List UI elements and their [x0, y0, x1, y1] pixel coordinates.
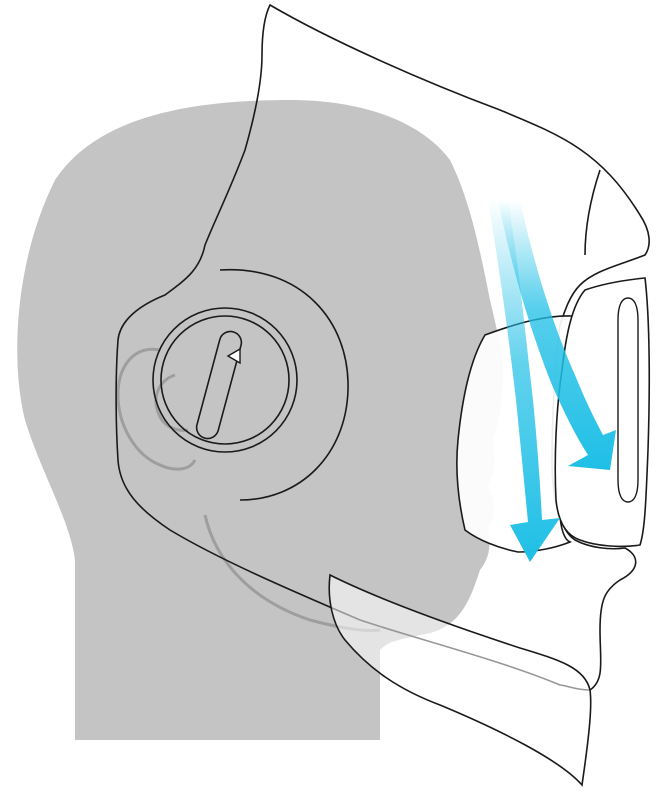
visor-side-slot [618, 298, 638, 502]
